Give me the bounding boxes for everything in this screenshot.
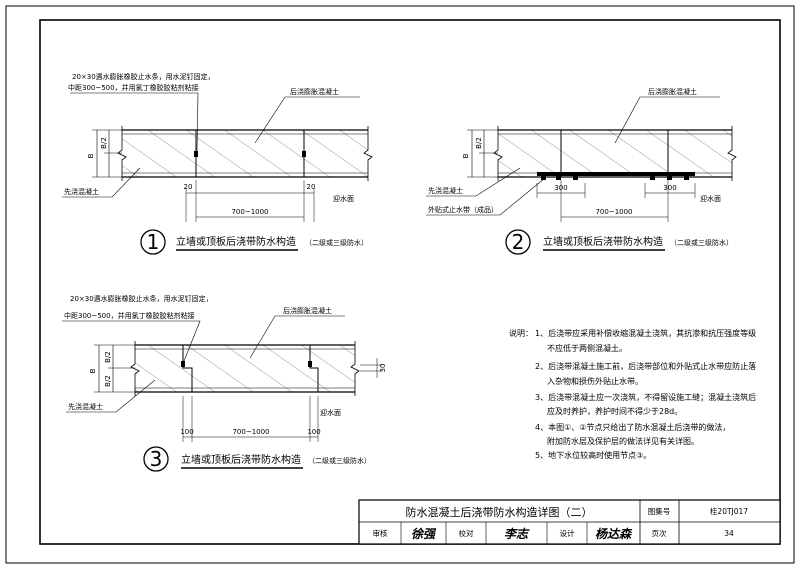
detail-number-circle-1 (140, 229, 166, 255)
waterstop-strip-1b (302, 151, 306, 157)
dim-100-right-3: 100 (307, 428, 320, 436)
waterstop-strip-3a (181, 361, 185, 367)
note-line1-3: 20×30遇水膨胀橡胶止水条，用水泥钉固定， (70, 294, 213, 303)
label-pre-1: 先浇混凝土 (64, 187, 99, 196)
label-face-2: 迎水面 (700, 194, 721, 203)
note-item-2: 2、后浇带混凝土施工前，后浇带部位和外贴式止水带应防止落 (535, 361, 756, 371)
dim-span-1: 700~1000 (231, 208, 268, 216)
leader-pre-1 (62, 167, 141, 198)
label-pre-2: 先浇混凝土 (428, 186, 463, 195)
design-label: 设计 (560, 528, 575, 538)
label-post-2: 后浇膨胀混凝土 (648, 87, 697, 96)
label-face-3: 迎水面 (320, 408, 341, 417)
check-signature: 李志 (504, 527, 530, 541)
dim-300-left-2: 300 (554, 184, 567, 192)
detail-title-1: 立墙或顶板后浇带防水构造 (176, 235, 296, 248)
review-signature: 徐强 (411, 527, 437, 541)
break-line-right-3 (350, 341, 360, 396)
note-item-7: 附加防水层及保护层的做法详见有关详图。 (547, 436, 699, 446)
dim-20-left-1: 20 (184, 183, 193, 191)
waterstop-strip-3b (308, 361, 312, 367)
break-line-left-1 (117, 126, 127, 181)
leader-note-1 (70, 92, 199, 152)
slab-body-1 (122, 130, 368, 177)
detail-title-2: 立墙或顶板后浇带防水构造 (543, 235, 663, 248)
detail-2: B B/2 300 300 700~1000 后浇膨胀混凝土 先浇混凝土 外贴式… (426, 87, 737, 255)
detail-1: B B/2 20 20 700~1000 20×30遇水膨胀橡胶止水条，用水泥钉… (62, 72, 373, 255)
title-block: 防水混凝土后浇带防水构造详图（二） 图集号 桂20TJ017 审核 徐强 校对 … (358, 499, 781, 545)
note-line1-1: 20×30遇水膨胀橡胶止水条，用水泥钉固定， (72, 72, 215, 81)
dim-b2-upper-3: B/2 (104, 351, 112, 363)
detail-number-circle-2 (505, 229, 531, 255)
note-item-6: 4、本图①、②节点只给出了防水混凝土后浇带的做法， (535, 422, 730, 432)
page-label: 页次 (652, 528, 667, 538)
detail-number-2: 2 (512, 230, 525, 254)
note-item-8: 5、地下水位较高时使用节点③。 (535, 450, 651, 460)
note-item-0: 1、后浇带应采用补偿收缩混凝土浇筑，其抗渗和抗压强度等级 (535, 328, 756, 338)
design-signature: 杨达森 (595, 527, 633, 541)
dim-30-3: 30 (379, 364, 387, 373)
detail-grade-1: （二级或三级防水） (305, 238, 368, 247)
note-line2-1: 中距300~500，并用氯丁橡胶胶粘剂粘接 (68, 83, 199, 92)
break-line-right-2 (727, 126, 737, 181)
break-line-right-1 (363, 126, 373, 181)
check-label: 校对 (459, 528, 474, 538)
dim-b-2: B (462, 153, 470, 158)
stepped-joint-right-3 (309, 345, 319, 392)
break-line-left-2 (493, 126, 503, 181)
leader-post-3 (249, 315, 345, 359)
break-line-left-3 (130, 341, 140, 396)
label-face-1: 迎水面 (333, 194, 354, 203)
leader-tape-2 (426, 177, 546, 216)
detail-title-3: 立墙或顶板后浇带防水构造 (181, 453, 301, 466)
drawing-title: 防水混凝土后浇带防水构造详图（二） (406, 505, 593, 519)
note-item-5: 应及时养护，养护时间不得少于28d。 (547, 406, 682, 416)
label-post-1: 后浇膨胀混凝土 (290, 87, 339, 96)
note-item-4: 3、后浇带混凝土应一次浇筑，不得留设施工缝；混凝土浇筑后 (535, 392, 756, 402)
label-tape-2: 外贴式止水带（成品） (428, 205, 498, 214)
leader-post-2 (614, 96, 720, 144)
slab-body-2 (498, 130, 732, 177)
note-item-3: 入杂物和损伤外贴止水带。 (547, 376, 643, 386)
label-pre-3: 先浇混凝土 (68, 402, 103, 411)
dim-100-left-3: 100 (180, 428, 193, 436)
notes-block: 说明： 1、后浇带应采用补偿收缩混凝土浇筑，其抗渗和抗压强度等级 不应低于两侧混… (509, 328, 756, 460)
dim-b2-2: B/2 (475, 137, 483, 149)
dim-b2-lower-3: B/2 (104, 375, 112, 387)
waterstop-strip-1a (194, 151, 198, 157)
leader-pre-3 (66, 379, 156, 413)
dim-span-2: 700~1000 (595, 208, 632, 216)
leader-note-3 (62, 320, 201, 362)
atlas-value: 桂20TJ017 (710, 506, 748, 516)
detail-grade-3: （二级或三级防水） (308, 456, 371, 465)
dim-300-right-2: 300 (663, 184, 676, 192)
detail-3: 30 B B/2 B/2 100 700~1000 100 20×30遇水膨胀橡… (62, 294, 387, 472)
detail-number-circle-3 (143, 446, 169, 472)
leader-post-1 (254, 96, 360, 144)
stepped-joint-left-3 (182, 345, 193, 392)
label-post-3: 后浇膨胀混凝土 (283, 306, 332, 315)
dim-b-3: B (89, 368, 97, 373)
outer-frame (5, 5, 795, 564)
dim-b-1: B (87, 153, 95, 158)
detail-number-1: 1 (147, 230, 160, 254)
dim-span-3: 700~1000 (232, 428, 269, 436)
notes-heading: 说明： (509, 328, 533, 338)
leader-pre-2 (426, 167, 521, 197)
page-value: 34 (724, 529, 734, 538)
dim-20-right-1: 20 (307, 183, 316, 191)
note-item-1: 不应低于两侧混凝土。 (547, 343, 627, 353)
detail-grade-2: （二级或三级防水） (670, 238, 733, 247)
detail-number-3: 3 (150, 447, 163, 471)
note-line2-3: 中距300~500，并用氯丁橡胶胶粘剂粘接 (64, 311, 195, 320)
slab-body-3 (135, 345, 355, 392)
dim-b2-1: B/2 (100, 137, 108, 149)
external-waterstop-tape-2 (537, 172, 695, 176)
atlas-label: 图集号 (648, 506, 671, 516)
review-label: 审核 (373, 528, 388, 538)
